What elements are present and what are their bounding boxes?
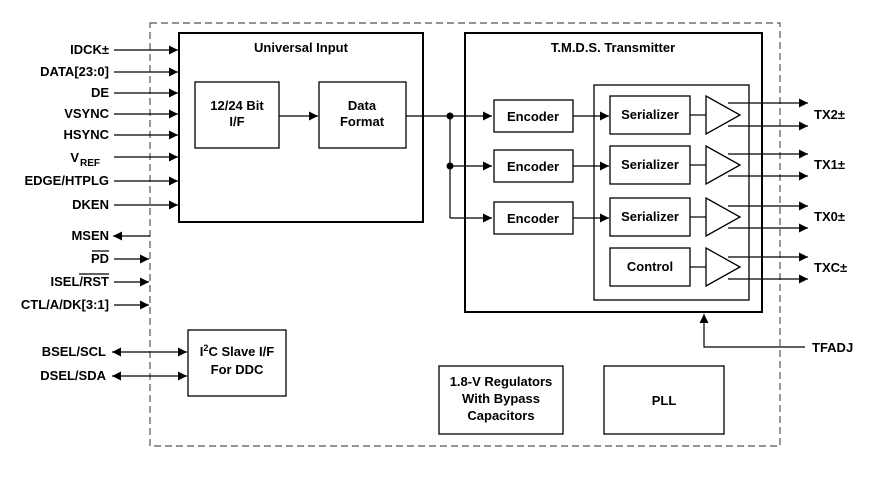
junction-dot-1: [446, 112, 454, 120]
pin-tx1: TX1±: [814, 157, 845, 172]
data-format-block: [318, 81, 407, 149]
driver-triangle-2: [705, 144, 742, 186]
pin-de: DE: [91, 85, 109, 100]
pin-isel: ISEL/RST: [50, 274, 109, 289]
i2c-label-2: For DDC: [211, 362, 264, 377]
serializer-group: [593, 84, 750, 301]
serializer-label-1: Serializer: [621, 107, 679, 122]
i2c-label-1: I2C Slave I/F: [200, 343, 274, 359]
serializer-label-2: Serializer: [621, 157, 679, 172]
tfadj-line: [699, 314, 805, 348]
pin-bsel: BSEL/SCL: [42, 344, 106, 359]
tmds-title: T.M.D.S. Transmitter: [551, 40, 675, 55]
pin-tx2: TX2±: [814, 107, 845, 122]
pin-vsync: VSYNC: [64, 106, 109, 121]
interface-label-2: I/F: [229, 114, 244, 129]
pin-vref-main: V: [70, 150, 79, 165]
data-format-label-2: Format: [340, 114, 385, 129]
interface-label-1: 12/24 Bit: [210, 98, 264, 113]
driver-triangle-3: [705, 196, 742, 238]
encoder-label-2: Encoder: [507, 159, 559, 174]
pin-dken: DKEN: [72, 197, 109, 212]
chip-boundary: [149, 22, 781, 447]
pll-block: [603, 365, 725, 435]
pin-txc: TXC±: [814, 260, 847, 275]
output-lines: [728, 98, 808, 284]
tmds-block: [464, 32, 763, 313]
driver-triangle-1: [705, 94, 742, 136]
pin-hsync: HSYNC: [63, 127, 109, 142]
interface-block: [194, 81, 280, 149]
pll-label: PLL: [652, 393, 677, 408]
junction-dot-2: [446, 162, 454, 170]
pin-tx0: TX0±: [814, 209, 845, 224]
encoder-label-1: Encoder: [507, 109, 559, 124]
regulators-label-2: With Bypass: [462, 391, 540, 406]
input-pins: IDCK± DATA[23:0] DE VSYNC HSYNC V REF ED…: [21, 42, 187, 383]
pin-data: DATA[23:0]: [40, 64, 109, 79]
pin-vref-sub: REF: [80, 158, 100, 169]
regulators-label-3: Capacitors: [467, 408, 534, 423]
pin-msen: MSEN: [71, 228, 109, 243]
driver-triangle-4: [705, 246, 742, 288]
universal-input-block: [178, 32, 424, 223]
encoder-label-3: Encoder: [507, 211, 559, 226]
pin-idck: IDCK±: [70, 42, 109, 57]
data-format-label-1: Data: [348, 98, 377, 113]
regulators-label-1: 1.8-V Regulators: [450, 374, 553, 389]
pin-tfadj: TFADJ: [812, 340, 853, 355]
pin-edge: EDGE/HTPLG: [24, 173, 109, 188]
pin-ctl: CTL/A/DK[3:1]: [21, 297, 109, 312]
i2c-block: [187, 329, 287, 397]
pin-dsel: DSEL/SDA: [40, 368, 106, 383]
universal-input-title: Universal Input: [254, 40, 349, 55]
pin-pd: PD: [91, 251, 109, 266]
serializer-label-3: Serializer: [621, 209, 679, 224]
regulators-block: [438, 365, 564, 435]
control-label: Control: [627, 259, 673, 274]
